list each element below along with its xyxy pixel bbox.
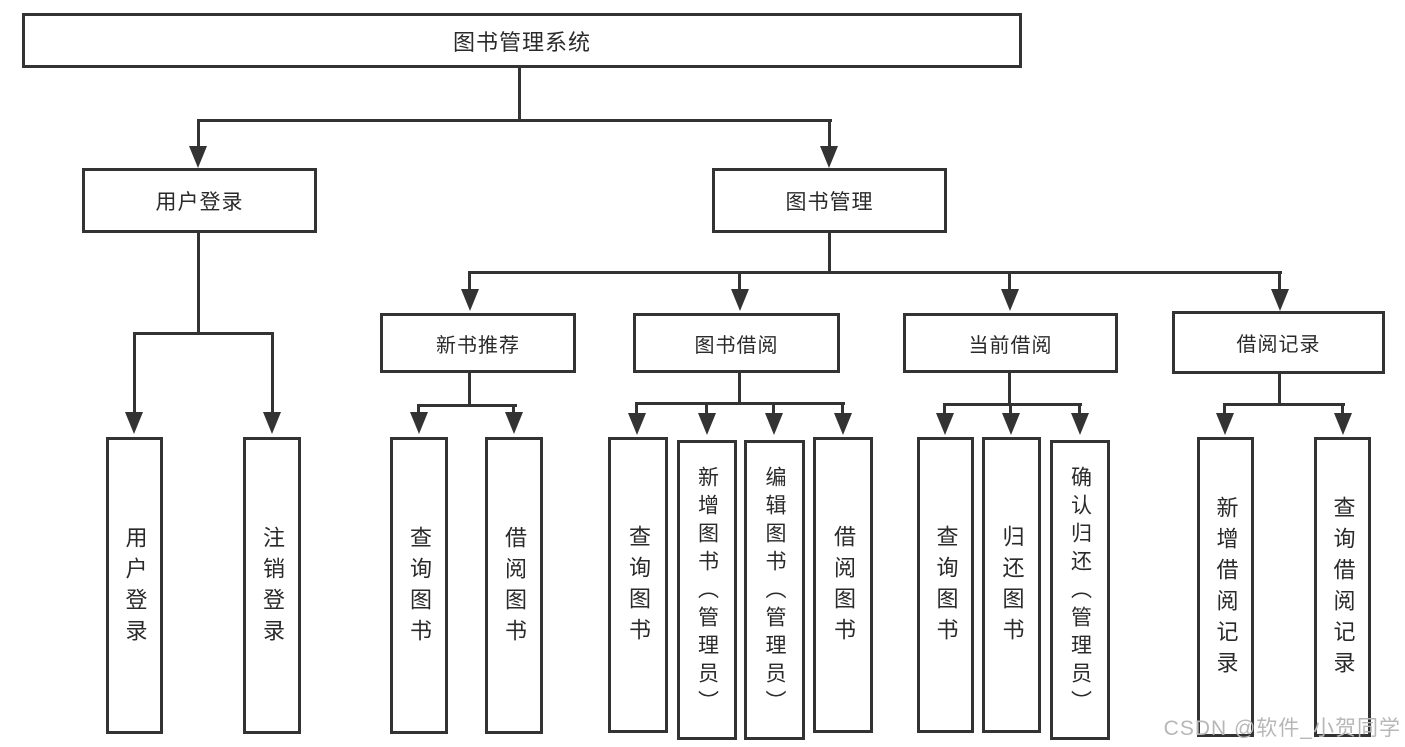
node-label: 图书管理 <box>785 190 874 214</box>
arrow-to-book-borrow <box>731 289 749 311</box>
connector-currentborrow-leg3 <box>1078 403 1081 415</box>
arrow-to-nb-query <box>410 412 428 434</box>
arrow-to-leaf-logout <box>263 412 281 434</box>
node-label: 确认归还（管理员） <box>1068 466 1092 718</box>
node-current-borrowing: 当前借阅 <box>903 313 1118 373</box>
leaf-borrowing-edit-books-admin: 编辑图书（管理员） <box>744 440 805 740</box>
connector-bookmgmt-bar <box>468 271 1282 274</box>
arrow-to-nb-borrow <box>505 412 523 434</box>
connector-bookmgmt-leg1 <box>468 271 471 291</box>
arrow-to-bb-borrow <box>834 413 852 435</box>
connector-newbooks-trunk <box>468 373 471 407</box>
node-label: 查询图书 <box>626 525 651 649</box>
connector-newbooks-leg1 <box>417 404 420 415</box>
connector-userlogin-bar <box>133 332 274 335</box>
connector-currentborrow-leg1 <box>943 403 946 415</box>
leaf-current-confirm-return-admin: 确认归还（管理员） <box>1050 440 1110 740</box>
arrow-to-book-mgmt <box>820 146 838 168</box>
connector-userlogin-trunk <box>197 233 200 335</box>
arrow-to-current-borrow <box>1001 289 1019 311</box>
node-book-borrowing: 图书借阅 <box>633 313 840 373</box>
arrow-to-new-books <box>461 289 479 311</box>
connector-bookborrow-bar <box>635 402 845 405</box>
node-label: 图书借阅 <box>694 334 779 357</box>
node-label: 图书管理系统 <box>452 29 591 55</box>
node-book-management: 图书管理 <box>712 168 947 233</box>
leaf-borrowing-add-books-admin: 新增图书（管理员） <box>677 440 737 740</box>
leaf-borrowing-borrow-books: 借阅图书 <box>813 437 873 733</box>
node-label: 新增图书（管理员） <box>695 466 719 718</box>
connector-bookmgmt-trunk <box>828 233 831 274</box>
node-label: 查询图书 <box>407 525 432 650</box>
connector-bookborrow-leg2 <box>705 402 708 415</box>
arrow-to-cb-return <box>1002 413 1020 435</box>
connector-root-bar <box>197 119 832 122</box>
node-label: 注销登录 <box>260 525 285 650</box>
node-label: 归还图书 <box>999 525 1025 649</box>
connector-borrowrecords-bar <box>1223 403 1345 406</box>
connector-borrowrecords-leg1 <box>1223 403 1226 415</box>
leaf-borrowing-query-books: 查询图书 <box>608 437 668 733</box>
connector-newbooks-bar <box>417 404 517 407</box>
connector-borrowrecords-trunk <box>1278 374 1281 405</box>
leaf-newbooks-query-books: 查询图书 <box>390 437 448 734</box>
csdn-watermark: CSDN @软件_小贺同学 <box>1163 717 1401 740</box>
connector-bookmgmt-leg2 <box>738 271 741 291</box>
node-label: 借阅图书 <box>831 525 856 649</box>
arrow-to-user-login <box>189 146 207 168</box>
leaf-records-add-record: 新增借阅记录 <box>1197 437 1254 737</box>
arrow-to-leaf-user-login <box>125 412 143 434</box>
node-label: 新书推荐 <box>436 334 520 357</box>
node-label: 当前借阅 <box>968 334 1053 357</box>
connector-bookborrow-leg3 <box>772 402 775 415</box>
node-new-book-recommend: 新书推荐 <box>380 313 576 373</box>
node-label: 借阅记录 <box>1236 334 1321 356</box>
connector-currentborrow-trunk <box>1008 373 1011 405</box>
connector-root-leg-left <box>197 119 200 149</box>
connector-bookmgmt-leg3 <box>1008 271 1011 291</box>
leaf-current-query-books: 查询图书 <box>917 437 974 733</box>
node-label: 编辑图书（管理员） <box>763 466 786 718</box>
connector-newbooks-leg2 <box>512 404 515 415</box>
arrow-to-cb-confirm <box>1071 413 1089 435</box>
node-label: 用户登录 <box>122 525 148 650</box>
leaf-logout: 注销登录 <box>243 437 301 734</box>
connector-borrowrecords-leg2 <box>1341 403 1344 415</box>
node-root-system: 图书管理系统 <box>22 13 1022 68</box>
node-label: 借阅图书 <box>502 525 527 650</box>
arrow-to-cb-query <box>936 413 954 435</box>
arrow-to-bb-edit <box>765 413 783 435</box>
node-borrowing-records: 借阅记录 <box>1172 311 1385 374</box>
leaf-records-query-record: 查询借阅记录 <box>1314 437 1371 737</box>
node-label: 查询借阅记录 <box>1330 496 1356 682</box>
connector-root-trunk <box>518 68 521 121</box>
leaf-current-return-books: 归还图书 <box>982 437 1041 733</box>
connector-bookborrow-leg4 <box>841 402 844 415</box>
connector-currentborrow-leg2 <box>1009 403 1012 415</box>
connector-bookborrow-trunk <box>738 373 741 405</box>
leaf-user-login: 用户登录 <box>106 437 163 734</box>
arrow-to-br-query <box>1334 413 1352 435</box>
node-label: 查询图书 <box>933 525 959 649</box>
leaf-newbooks-borrow-books: 借阅图书 <box>485 437 543 734</box>
arrow-to-br-add <box>1216 413 1234 435</box>
connector-currentborrow-bar <box>943 403 1082 406</box>
connector-bookborrow-leg1 <box>635 402 638 415</box>
connector-userlogin-leg1 <box>133 332 136 414</box>
arrow-to-borrow-records <box>1271 289 1289 311</box>
node-user-login: 用户登录 <box>82 168 317 233</box>
connector-root-leg-right <box>828 119 831 149</box>
arrow-to-bb-add <box>698 413 716 435</box>
connector-bookmgmt-leg4 <box>1278 271 1281 291</box>
connector-userlogin-leg2 <box>271 332 274 414</box>
arrow-to-bb-query <box>628 413 646 435</box>
node-label: 新增借阅记录 <box>1213 496 1239 682</box>
node-label: 用户登录 <box>155 190 244 214</box>
